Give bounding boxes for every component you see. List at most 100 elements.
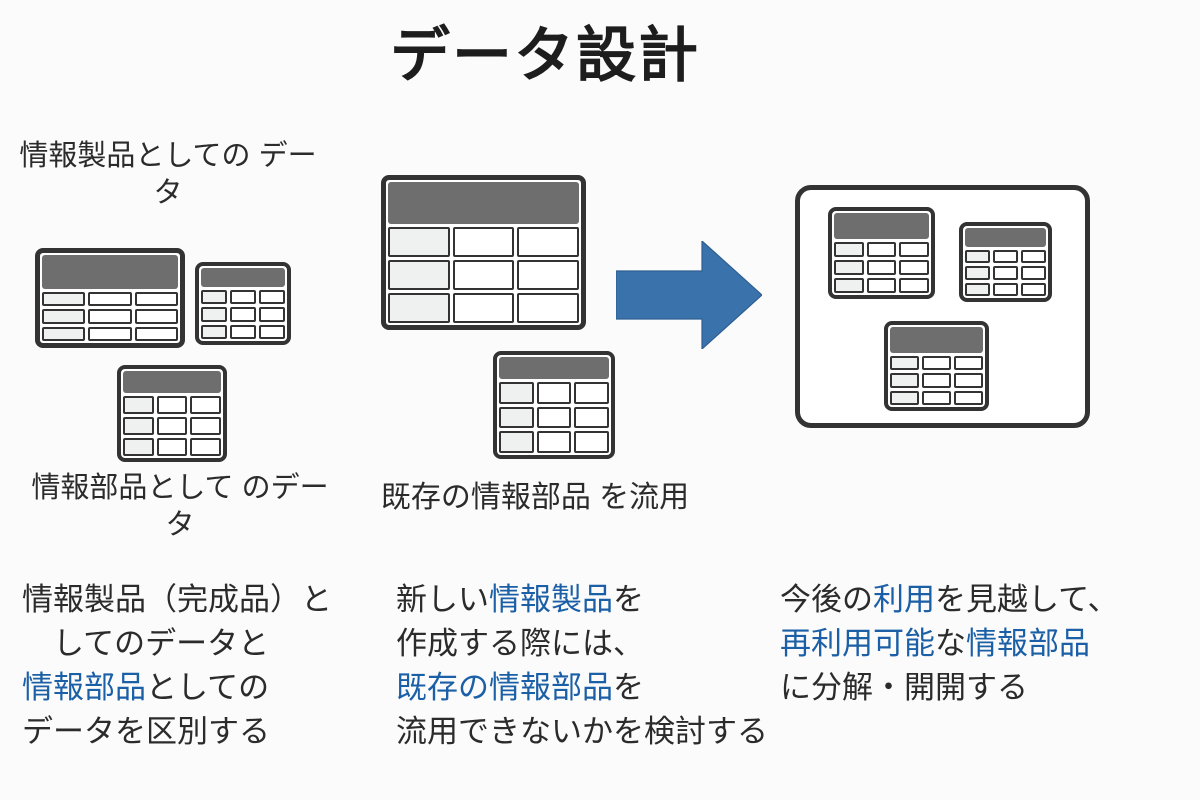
table-cell (134, 309, 178, 324)
table-cell (890, 390, 919, 405)
table-cell (134, 292, 178, 307)
text-run: 新しい (396, 582, 489, 617)
table-cell (499, 406, 534, 429)
table-cell (899, 242, 930, 257)
left-caption-product: 情報製品としての データ (19, 140, 317, 210)
table-header-band (890, 327, 983, 353)
table-cell (190, 438, 222, 456)
table-row (201, 307, 285, 322)
highlighted-term: 利用 (873, 582, 935, 617)
table-header-band (499, 357, 609, 379)
table-row (201, 290, 285, 305)
table-row (499, 406, 610, 429)
table-cell (388, 293, 450, 323)
table-header-band (965, 228, 1046, 247)
paragraph-line: 既存の情報部品を (396, 666, 786, 710)
table-row (965, 282, 1046, 296)
table-row (890, 390, 983, 405)
table-icon-part-b (959, 222, 1052, 302)
table-cell (123, 438, 154, 456)
page-title: データ設計 (390, 22, 700, 89)
table-cell (954, 390, 983, 405)
text-run: 作成する際には、 (396, 626, 644, 662)
table-cell (536, 382, 572, 404)
table-cell (88, 292, 132, 307)
table-row (834, 278, 930, 293)
table-cell (230, 290, 256, 305)
highlighted-term: 情報部品 (22, 670, 146, 706)
table-row (388, 260, 580, 290)
table-cell (899, 260, 930, 275)
table-cell (499, 382, 534, 404)
table-body (834, 242, 930, 293)
table-row (42, 292, 178, 307)
table-row (890, 356, 983, 371)
table-cell (834, 278, 864, 293)
text-run: 情報製品（完成品）と (22, 582, 332, 617)
table-cell (230, 307, 256, 322)
table-cell (517, 260, 580, 290)
table-cell (452, 260, 515, 290)
text-run: としての (146, 670, 270, 706)
table-cell (201, 324, 227, 339)
table-body (201, 290, 285, 339)
table-header-band (42, 255, 178, 289)
table-row (965, 250, 1046, 264)
table-row (834, 260, 930, 275)
highlighted-term: 情報製品 (489, 582, 613, 617)
table-row (123, 438, 222, 456)
paragraph-left: 情報製品（完成品）と してのデータと情報部品としてのデータを区別する (22, 578, 362, 754)
table-cell (536, 406, 572, 429)
table-cell (866, 278, 897, 293)
highlighted-term: 既存の情報部品 (396, 670, 613, 706)
table-body (388, 227, 580, 323)
table-row (499, 382, 610, 404)
table-cell (890, 356, 919, 371)
table-row (499, 431, 610, 454)
table-cell (259, 307, 285, 322)
table-cell (899, 278, 930, 293)
table-icon-existing-part (493, 351, 615, 459)
table-cell (123, 396, 154, 414)
table-icon-part-a (828, 207, 935, 299)
table-cell (88, 326, 132, 341)
table-cell (499, 431, 534, 454)
table-cell (922, 373, 951, 388)
table-cell (993, 266, 1018, 280)
left-caption-part: 情報部品として のデータ (31, 472, 329, 542)
text-run: してのデータと (22, 626, 270, 662)
paragraph-line: 今後の利用を見越して、 (780, 578, 1180, 622)
paragraph-line: 作成する際には、 (396, 622, 786, 666)
paragraph-middle: 新しい情報製品を作成する際には、既存の情報部品を流用できないかを検討する (396, 578, 786, 754)
table-header-band (201, 268, 285, 287)
table-cell (156, 396, 188, 414)
table-cell (42, 309, 86, 324)
text-run: 今後の (780, 582, 873, 617)
middle-caption-reuse: 既存の情報部品 を流用 (380, 481, 690, 514)
table-cell (156, 417, 188, 435)
table-body (965, 250, 1046, 296)
table-cell (954, 373, 983, 388)
table-cell (954, 356, 983, 371)
paragraph-line: に分解・開開する (780, 666, 1180, 710)
table-cell (922, 390, 951, 405)
table-cell (388, 260, 450, 290)
paragraph-line: 情報製品（完成品）と (22, 578, 362, 622)
table-cell (993, 250, 1018, 264)
table-row (388, 227, 580, 257)
table-cell (201, 307, 227, 322)
text-run: な (935, 626, 966, 662)
table-cell (452, 293, 515, 323)
table-row (123, 417, 222, 435)
table-cell (574, 431, 610, 454)
table-cell (1021, 266, 1046, 280)
table-cell (88, 309, 132, 324)
text-run: を見越して、 (935, 582, 1119, 617)
table-row (965, 266, 1046, 280)
table-cell (190, 396, 222, 414)
paragraph-line: データを区別する (22, 710, 362, 754)
highlighted-term: 再利用可能 (780, 626, 935, 662)
table-cell (866, 260, 897, 275)
table-cell (517, 293, 580, 323)
table-body (499, 382, 610, 454)
